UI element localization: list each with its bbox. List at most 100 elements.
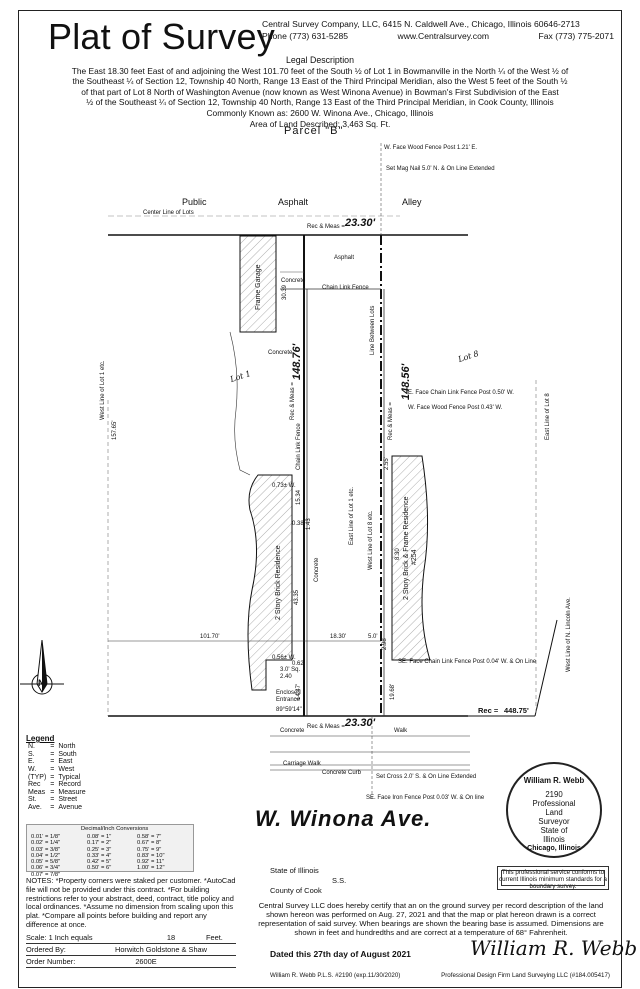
- angle: 89°59'14": [276, 707, 302, 713]
- seal-number: 2190: [545, 790, 563, 799]
- rec-44875: 448.75': [504, 706, 529, 715]
- east-line-lot8: East Line of Lot 8: [545, 393, 551, 440]
- legend-row: W.=West: [28, 765, 75, 773]
- conversions-table: Decimal/Inch Conversions 0.01' = 1/8"0.0…: [26, 824, 194, 878]
- conversions-col3: 0.58' = 7"0.67' = 8"0.75' = 9"0.83' = 10…: [137, 834, 165, 872]
- legal-line: the Southeast ¼ of Section 12, Township …: [72, 76, 568, 87]
- company-fax: Fax (773) 775-2071: [538, 30, 614, 41]
- conversions-col1: 0.01' = 1/8"0.02' = 1/4"0.03' = 3/8"0.04…: [31, 834, 61, 878]
- certification: Central Survey LLC does hereby certify t…: [258, 901, 604, 937]
- w-face-wood: W. Face Wood Fence Post 0.43' W.: [408, 405, 503, 411]
- legend-title: Legend: [26, 734, 55, 743]
- center-line-label: Center Line of Lots: [143, 210, 194, 216]
- chain-link-label: Chain Link Fence: [322, 285, 369, 291]
- scale-unit: Feet.: [206, 933, 223, 942]
- fence-post-north: W. Face Wood Fence Post 1.21' E.: [384, 145, 478, 151]
- surveyor-seal: William R. Webb 2190 Professional Land S…: [506, 762, 602, 858]
- conformance-note: This professional service conforms to cu…: [497, 866, 609, 890]
- legend-row: N.=North: [28, 743, 76, 751]
- dim-30sq: 3.0' Sq.: [280, 667, 301, 673]
- street-name: W. Winona Ave.: [255, 806, 432, 831]
- seal-name: William R. Webb: [523, 776, 585, 785]
- conversions-col2: 0.08' = 1"0.17' = 2"0.25' = 3"0.33' = 4"…: [87, 834, 112, 872]
- ordered-label: Ordered By:: [26, 945, 66, 954]
- legend-row: S.=South: [28, 750, 77, 758]
- footer: William R. Webb P.L.S. #2190 (exp.11/30/…: [270, 972, 610, 979]
- dim-062: 0.62: [292, 661, 304, 667]
- legend-row: Ave.=Avenue: [28, 803, 82, 811]
- scale-value: 18: [166, 933, 176, 942]
- order-info: Scale: 1 Inch equals 18 Feet. Ordered By…: [26, 932, 236, 968]
- dim-4335: 43.35: [294, 589, 300, 605]
- north-label: N: [38, 678, 45, 688]
- rec-meas-bottom-label: Rec & Meas =: [307, 724, 345, 730]
- north-arrow-icon: [20, 639, 64, 695]
- company-website[interactable]: www.Centralsurvey.com: [397, 30, 490, 41]
- dim-255: 2.55': [384, 457, 390, 470]
- dim-298: 2.98: [382, 638, 388, 650]
- res-right: 2 Story Brick & Frame Residence: [403, 496, 410, 600]
- dim-038: 0.38: [292, 521, 304, 527]
- enclosed: Enclosed: [276, 690, 301, 696]
- page-title: Plat of Survey: [48, 16, 275, 57]
- rec-44875-label: Rec =: [478, 706, 499, 715]
- notes: NOTES: *Property corners were staked per…: [26, 876, 236, 929]
- frame-garage-label: Frame Garage: [255, 264, 262, 310]
- ss-line: S.S.: [332, 876, 347, 885]
- footer-right: Professional Design Firm Land Surveying …: [441, 972, 610, 979]
- dim-1830: 18.30': [330, 634, 347, 640]
- walk-label: Walk: [394, 728, 408, 734]
- legal-line: of that part of Lot 8 North of Washingto…: [81, 86, 559, 97]
- parcel-label: Parcel "B": [284, 125, 344, 137]
- e-face-chain: E. Face Chain Link Fence Post 0.50' W.: [408, 390, 514, 396]
- rec-meas-right: Rec & Meas =: [388, 402, 394, 440]
- company-header: Central Survey Company, LLC, 6415 N. Cal…: [262, 19, 614, 42]
- se-face-chain: SE. Face Chain Link Fence Post 0.04' W. …: [398, 659, 537, 665]
- notary-state: State of Illinois S.S. County of Cook: [270, 866, 346, 896]
- set-cross: Set Cross 2.0' S. & On Line Extended: [376, 774, 477, 780]
- seal-line: State of: [540, 826, 568, 835]
- legend-table: N.=North S.=South E.=East W.=West (TYP)=…: [26, 743, 88, 811]
- legal-line: The East 18.30 feet East of and adjoinin…: [71, 65, 569, 76]
- chain-link-fence-2: Chain Link Fence: [296, 423, 302, 470]
- asphalt-label: Asphalt: [278, 197, 309, 207]
- east-line-lot1: East Line of Lot 1 etc.: [349, 486, 355, 545]
- dim-830: 8.30: [395, 548, 401, 560]
- dim-14876: 148.76': [291, 343, 303, 380]
- dim-240: 2.40: [280, 674, 292, 680]
- company-address: Central Survey Company, LLC, 6415 N. Cal…: [262, 19, 580, 29]
- dim-10170: 101.70': [200, 634, 220, 640]
- concrete-label-2: Concrete: [268, 350, 293, 356]
- signature: William R. Webb: [470, 936, 638, 960]
- footer-left: William R. Webb P.L.S. #2190 (exp.11/30/…: [270, 972, 401, 979]
- rec-meas-top-label: Rec & Meas =: [307, 224, 345, 230]
- dim-143: 1.43: [306, 518, 312, 530]
- order-label: Order Number:: [26, 957, 76, 966]
- west-line-lot8: West Line of Lot 8 etc.: [368, 510, 374, 570]
- dim-15765: 157.65': [112, 420, 118, 441]
- carriage-walk: Carriage Walk: [283, 761, 321, 767]
- dim-056: 0.56± W.: [272, 655, 296, 661]
- legend-row: E.=East: [28, 758, 73, 766]
- res-right-number: #254: [411, 549, 418, 565]
- concrete-bottom: Concrete: [280, 728, 305, 734]
- legend-row: St.=Street: [28, 796, 78, 804]
- dim-3039: 30.39: [282, 284, 288, 300]
- ordered-value: Horwitch Goldstone & Shaw: [114, 945, 207, 954]
- seal-city: Chicago, Illinois: [527, 845, 581, 852]
- mag-nail: Set Mag Nail 5.0' N. & On Line Extended: [386, 166, 495, 172]
- known-as: Commonly Known as: 2600 W. Winona Ave., …: [206, 107, 434, 118]
- county-line: County of Cook: [270, 886, 322, 895]
- west-line-lincoln: West Line of N. Lincoln Ave.: [566, 597, 572, 672]
- legend: Legend N.=North S.=South E.=East W.=West…: [26, 734, 88, 812]
- dim-1447: 14.47': [296, 683, 302, 700]
- legal-line: ½ of the Southeast ¼ of Section 12, Town…: [86, 97, 554, 108]
- legal-description: Legal Description The East 18.30 feet Ea…: [36, 55, 604, 129]
- se-face-iron: SE. Face Iron Fence Post 0.03' W. & On l…: [366, 795, 485, 801]
- order-row: Order Number: 2600E: [26, 956, 236, 968]
- dim-1534: 15.34: [296, 489, 302, 505]
- concrete-curb: Concrete Curb: [322, 770, 362, 776]
- seal-line: Land: [545, 808, 563, 817]
- scale-row: Scale: 1 Inch equals 18 Feet.: [26, 932, 236, 944]
